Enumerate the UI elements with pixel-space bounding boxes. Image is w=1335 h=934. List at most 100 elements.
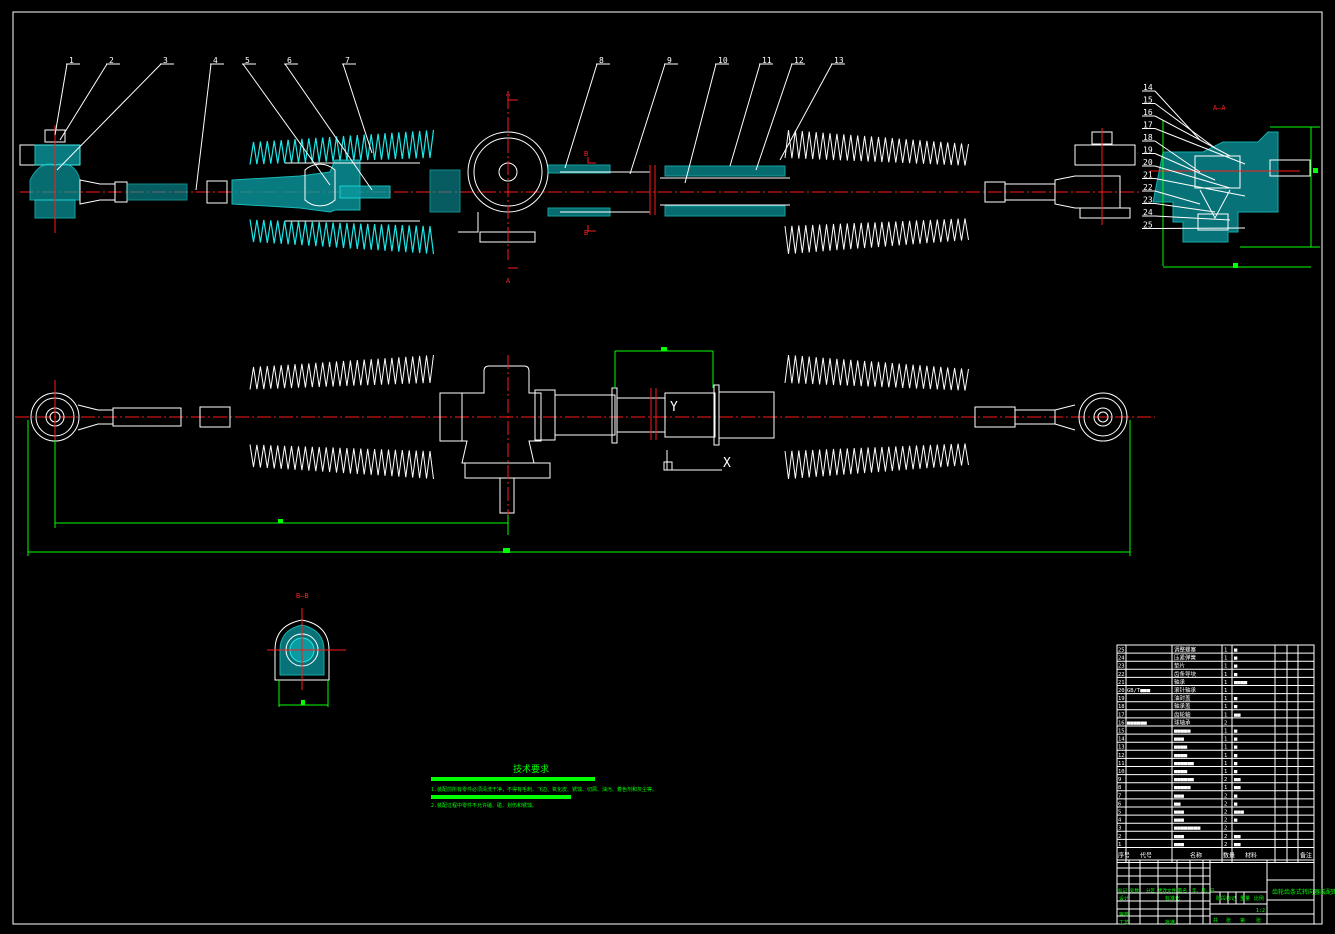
ucs-x-label: X [723, 456, 731, 471]
tb-zone: 分区 [1146, 887, 1155, 894]
bom-cell-material: ■ [1234, 672, 1238, 678]
bom-cell-material: ■ [1234, 656, 1238, 662]
bom-cell-seq: 16 [1118, 720, 1125, 726]
bom-cell-seq: 19 [1118, 696, 1125, 702]
balloon-13: 13 [779, 56, 845, 161]
bom-cell-qty: 1 [1224, 785, 1227, 791]
bom-cell-name: ■■■ [1174, 810, 1185, 816]
balloon-1: 1 [54, 56, 80, 136]
bom-cell-material: ■■■■ [1234, 680, 1248, 686]
balloon-16: 16 [1142, 108, 1231, 157]
view-bb-title: B—B [296, 592, 309, 600]
bom-cell-seq: 24 [1118, 656, 1125, 662]
section-a-top-label: A [506, 90, 511, 98]
bom-header-seq: 序号 [1118, 852, 1130, 860]
balloon-label: 12 [794, 56, 804, 65]
bom-cell-seq: 11 [1118, 761, 1125, 767]
bom-cell-seq: 2 [1118, 834, 1121, 840]
bom-cell-material: ■■■ [1234, 810, 1245, 816]
bom-cell-qty: 1 [1224, 753, 1227, 759]
bom-row: 3■■■■■■■■2 [1117, 826, 1314, 832]
balloon-label: 22 [1143, 183, 1153, 192]
balloon-label: 18 [1143, 133, 1153, 142]
bom-cell-name: ■■■ [1174, 818, 1185, 824]
bom-cell-qty: 1 [1224, 761, 1227, 767]
bom-cell-seq: 15 [1118, 729, 1125, 735]
bom-cell-name: 轴承盖 [1174, 702, 1191, 710]
bom-cell-seq: 14 [1118, 737, 1125, 743]
tb-scale: 比例 [1254, 895, 1264, 902]
bom-cell-qty: 2 [1224, 777, 1227, 783]
bom-cell-seq: 10 [1118, 769, 1125, 775]
balloon-label: 8 [599, 56, 604, 65]
gear-housing-section: A A [429, 90, 549, 285]
bom-row: 2■■■2■■ [1117, 834, 1314, 840]
balloon-label: 15 [1143, 96, 1153, 105]
balloon-12: 12 [755, 56, 805, 171]
balloon-label: 10 [718, 56, 728, 65]
bom-cell-seq: 4 [1118, 818, 1122, 824]
balloon-17: 17 [1142, 121, 1246, 165]
bom-row: 6■■2■ [1117, 801, 1314, 808]
tb-signature: 签名 [1178, 887, 1187, 894]
bom-cell-material: ■ [1234, 664, 1238, 670]
bom-cell-seq: 5 [1118, 810, 1121, 816]
tb-review: 审核 [1119, 911, 1129, 918]
bom-cell-material: ■ [1234, 761, 1238, 767]
bom-cell-qty: 1 [1224, 656, 1227, 662]
balloon-label: 17 [1143, 121, 1153, 130]
tb-sheet-unit: 张 [1256, 917, 1261, 924]
balloon-19: 19 [1142, 146, 1216, 181]
bom-cell-qty: 1 [1224, 737, 1227, 743]
bom-cell-name: 油封盖 [1174, 694, 1191, 702]
bom-cell-seq: 7 [1118, 793, 1121, 799]
bom-cell-seq: 21 [1118, 680, 1125, 686]
bom-cell-qty: 2 [1224, 826, 1227, 832]
bom-cell-material: ■■ [1234, 777, 1241, 783]
bom-cell-qty: 1 [1224, 680, 1227, 686]
section-a-bottom-label: A [506, 277, 511, 285]
bom-cell-qty: 1 [1224, 745, 1227, 751]
bom-cell-name: ■■■■■■ [1174, 777, 1195, 783]
tech-note-2: 2.装配过程中零件不允许磕、碰、划伤和锈蚀。 [431, 802, 537, 809]
bom-cell-material: ■ [1234, 745, 1238, 751]
bom-cell-name: ■■■ [1174, 834, 1185, 840]
balloon-8: 8 [564, 56, 610, 169]
bom-cell-material: ■ [1234, 818, 1238, 824]
view-aa-title: A—A [1213, 104, 1226, 112]
bom-cell-seq: 13 [1118, 745, 1125, 751]
bom-cell-seq: 8 [1118, 785, 1121, 791]
ucs-icon: Y X [663, 400, 731, 471]
balloon-20: 20 [1142, 158, 1231, 189]
bom-cell-name: ■■■■■ [1174, 729, 1191, 735]
balloon-label: 2 [109, 56, 114, 65]
bom-cell-qty: 2 [1224, 842, 1227, 848]
bom-cell-name: ■■■■ [1174, 753, 1188, 759]
bom-cell-material: ■ [1234, 801, 1238, 807]
balloon-7: 7 [342, 56, 373, 154]
balloon-18: 18 [1142, 133, 1201, 173]
balloon-15: 15 [1142, 96, 1216, 149]
tb-sheets-total: 共 [1213, 917, 1218, 924]
ucs-y-label: Y [670, 400, 678, 415]
balloon-label: 1 [69, 56, 74, 65]
bom-cell-material: ■ [1234, 648, 1238, 654]
bom-row: 7■■■2■ [1117, 793, 1314, 800]
balloon-6: 6 [284, 56, 373, 191]
technical-requirements: 技术要求 1.装配前所有零件必须清洗干净，不得有毛刺、飞边、氧化皮、锈蚀、切屑、… [431, 763, 657, 809]
bom-cell-code: ■■■■■■ [1127, 720, 1148, 726]
left-tie-rod-end [19, 125, 81, 233]
balloon-3: 3 [56, 56, 174, 171]
balloon-label: 14 [1143, 83, 1153, 92]
bom-cell-seq: 3 [1118, 826, 1121, 832]
drawing-name: 齿轮齿条式转向器装配图 [1272, 888, 1335, 896]
bom-cell-qty: 2 [1224, 793, 1227, 799]
bom-cell-qty: 2 [1224, 818, 1227, 824]
tb-weight: 重量 [1240, 895, 1250, 902]
bom-cell-material: ■ [1234, 704, 1238, 710]
